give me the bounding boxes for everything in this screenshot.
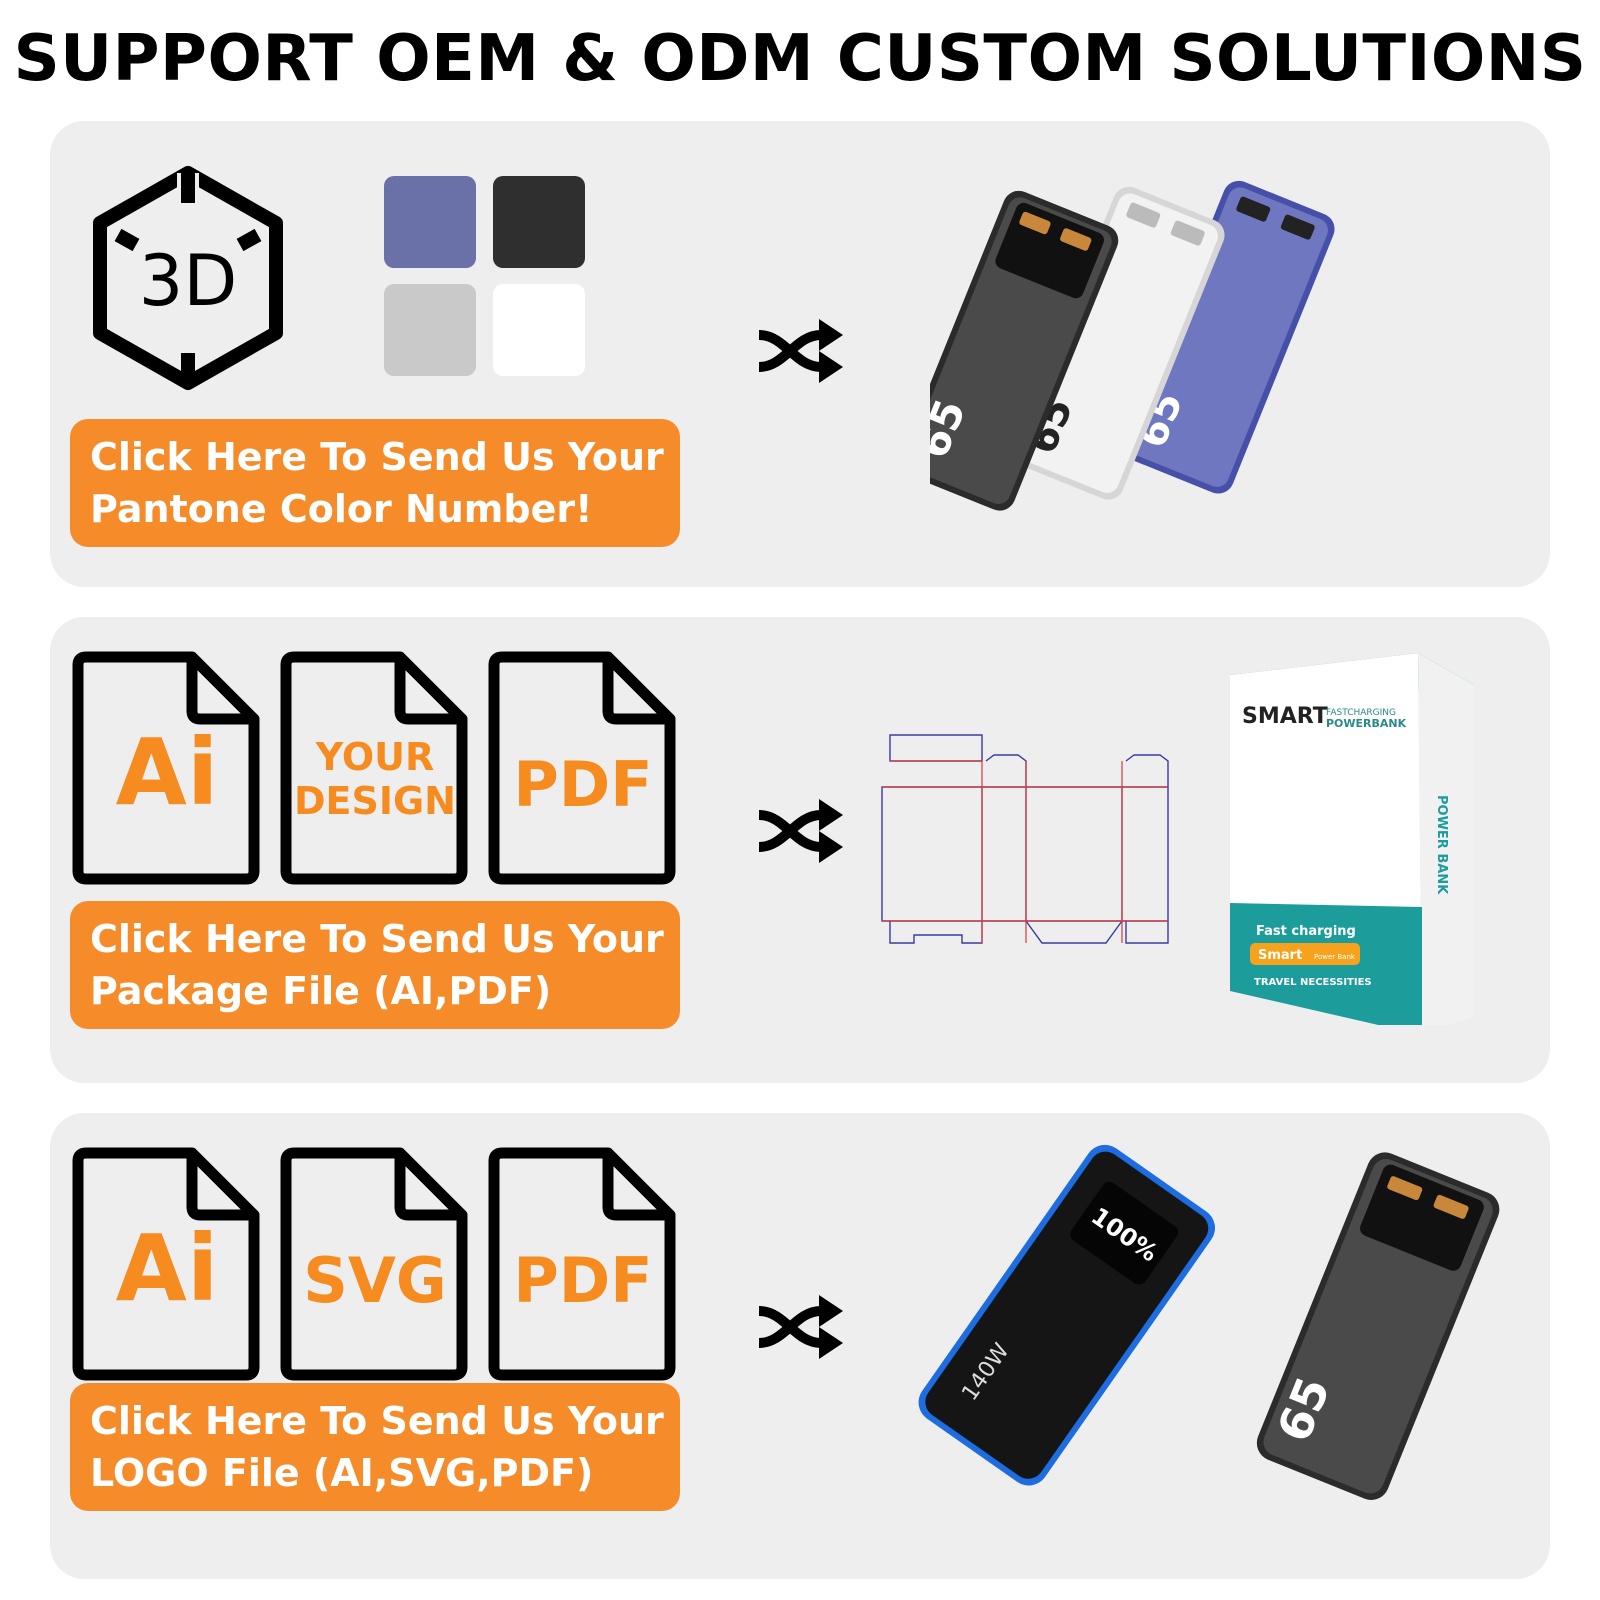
box-smart-badge: Smart: [1258, 948, 1302, 963]
swatch-black[interactable]: [493, 176, 585, 268]
shuffle-arrows-icon: [755, 793, 847, 869]
file-ai-label: Ai: [115, 719, 219, 826]
file-svg-icon: SVG: [280, 1145, 470, 1383]
file-ai-label: Ai: [115, 1215, 219, 1322]
file-your-design-icon: YOUR DESIGN: [280, 649, 470, 887]
box-travel: TRAVEL NECESSITIES: [1254, 977, 1372, 988]
file-design-label: DESIGN: [293, 779, 456, 823]
box-tagline-1: FASTCHARGING: [1326, 708, 1396, 718]
cta-line-1: Click Here To Send Us Your: [90, 1399, 664, 1443]
page-title: SUPPORT OEM & ODM CUSTOM SOLUTIONS: [13, 22, 1587, 96]
box-tagline-2: POWERBANK: [1326, 717, 1407, 730]
box-power-bank: Power Bank: [1314, 953, 1356, 961]
box-smart-text: SMART: [1242, 704, 1328, 729]
3d-label: 3D: [139, 240, 237, 322]
package-customization-panel: Ai YOUR DESIGN PDF: [50, 617, 1550, 1083]
file-ai-icon: Ai: [72, 649, 262, 887]
swatch-gray[interactable]: [384, 284, 476, 376]
box-fast-charging: Fast charging: [1256, 924, 1356, 939]
file-pdf-icon: PDF: [488, 649, 678, 887]
file-your-label: YOUR: [315, 735, 435, 779]
power-bank-colors-image: 65 65 65: [930, 180, 1335, 511]
cta-line-2: Package File (AI,PDF): [90, 969, 552, 1013]
shuffle-arrows-icon: [755, 1289, 847, 1365]
cta-line-2: LOGO File (AI,SVG,PDF): [90, 1451, 594, 1495]
file-svg-label: SVG: [303, 1244, 447, 1317]
power-bank-logo-image: 100% 140W 65: [918, 1144, 1500, 1500]
swatch-white[interactable]: [493, 284, 585, 376]
shuffle-arrows-icon: [755, 313, 847, 389]
send-pantone-button[interactable]: Click Here To Send Us Your Pantone Color…: [70, 419, 680, 547]
cta-line-2: Pantone Color Number!: [90, 487, 593, 531]
3d-cube-icon: 3D: [88, 163, 288, 393]
file-pdf-label: PDF: [513, 1244, 653, 1317]
file-pdf-label: PDF: [513, 748, 653, 821]
logo-customization-panel: Ai SVG PDF 100% 140W: [50, 1113, 1550, 1579]
color-customization-panel: 3D 65 65: [50, 121, 1550, 587]
file-ai-icon: Ai: [72, 1145, 262, 1383]
send-logo-file-button[interactable]: Click Here To Send Us Your LOGO File (AI…: [70, 1383, 680, 1511]
send-package-file-button[interactable]: Click Here To Send Us Your Package File …: [70, 901, 680, 1029]
file-pdf-icon: PDF: [488, 1145, 678, 1383]
box-dieline-image: [881, 734, 1169, 944]
cta-line-1: Click Here To Send Us Your: [90, 917, 664, 961]
box-side-text: POWER BANK: [1434, 795, 1449, 895]
package-box-image: SMART FASTCHARGING POWERBANK POWER BANK …: [1230, 653, 1474, 1025]
cta-line-1: Click Here To Send Us Your: [90, 435, 664, 479]
swatch-lavender[interactable]: [384, 176, 476, 268]
